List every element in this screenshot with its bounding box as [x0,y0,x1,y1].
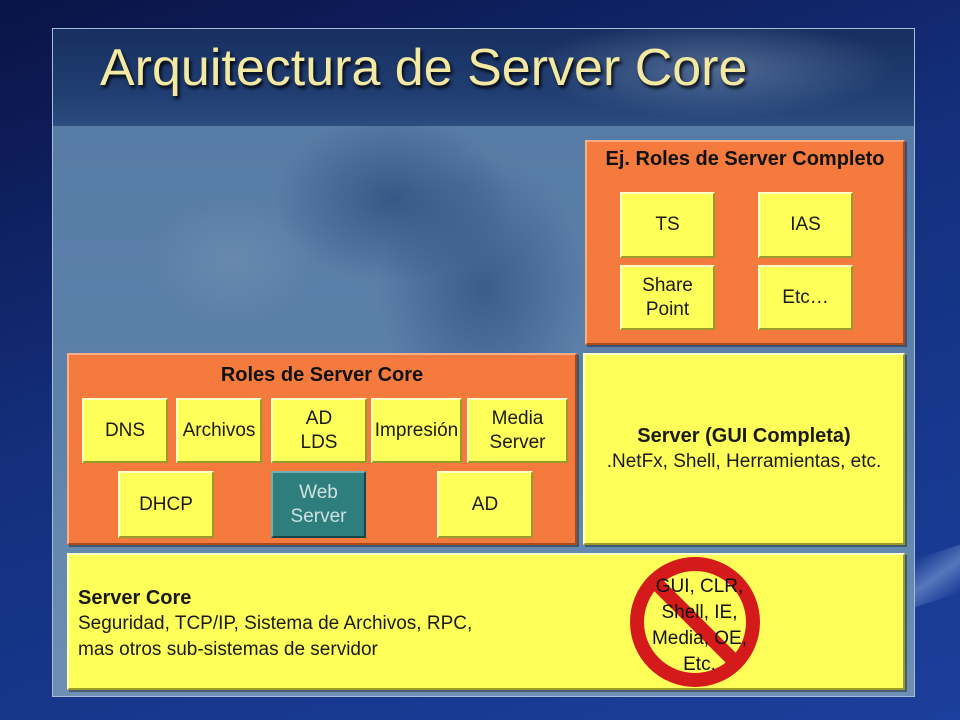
no-sign-ring [630,557,760,687]
excluded-components: GUI, CLR, Shell, IE, Media, OE, Etc. [642,574,757,678]
role-sharepoint: Share Point [620,265,715,330]
server-gui-text: Server (GUI Completa) .NetFx, Shell, Her… [607,424,882,474]
server-gui-subtitle: .NetFx, Shell, Herramientas, etc. [606,451,882,472]
role-ts: TS [620,192,715,258]
role-web-server: Web Server [271,471,366,538]
no-sign-icon [630,557,760,687]
role-etc: Etc… [758,265,853,330]
server-core-roles-title: Roles de Server Core [220,364,424,386]
role-ad-lds: AD LDS [271,398,367,463]
server-gui-title: Server (GUI Completa) [637,425,851,447]
title-band [53,29,914,126]
role-dns: DNS [82,398,168,463]
background-swoosh [915,544,960,608]
excluded-line: Media, OE, [651,628,748,649]
role-ias: IAS [758,192,853,258]
role-archivos: Archivos [176,398,262,463]
server-core-layer: Server Core Seguridad, TCP/IP, Sistema d… [67,553,905,690]
no-sign-slash [649,576,741,668]
excluded-line: Etc. [683,654,716,675]
server-core-roles-group: Roles de Server Core DNS Archivos AD LDS… [67,353,577,545]
server-core-line: Seguridad, TCP/IP, Sistema de Archivos, … [78,613,473,634]
server-gui-layer: Server (GUI Completa) .NetFx, Shell, Her… [583,353,905,545]
role-ad: AD [437,471,533,538]
full-server-roles-title: Ej. Roles de Server Completo [605,148,885,170]
server-core-line: mas otros sub-sistemas de servidor [78,639,378,660]
full-server-roles-group: Ej. Roles de Server Completo TS IAS Shar… [585,140,905,345]
slide-title: Arquitectura de Server Core [100,39,748,97]
role-dhcp: DHCP [118,471,214,538]
server-core-text: Server Core Seguridad, TCP/IP, Sistema d… [78,585,472,663]
role-impresion: Impresión [371,398,462,463]
server-core-title: Server Core [78,587,192,609]
role-media-server: Media Server [467,398,568,463]
excluded-line: GUI, CLR, [655,576,744,597]
excluded-line: Shell, IE, [661,602,738,623]
